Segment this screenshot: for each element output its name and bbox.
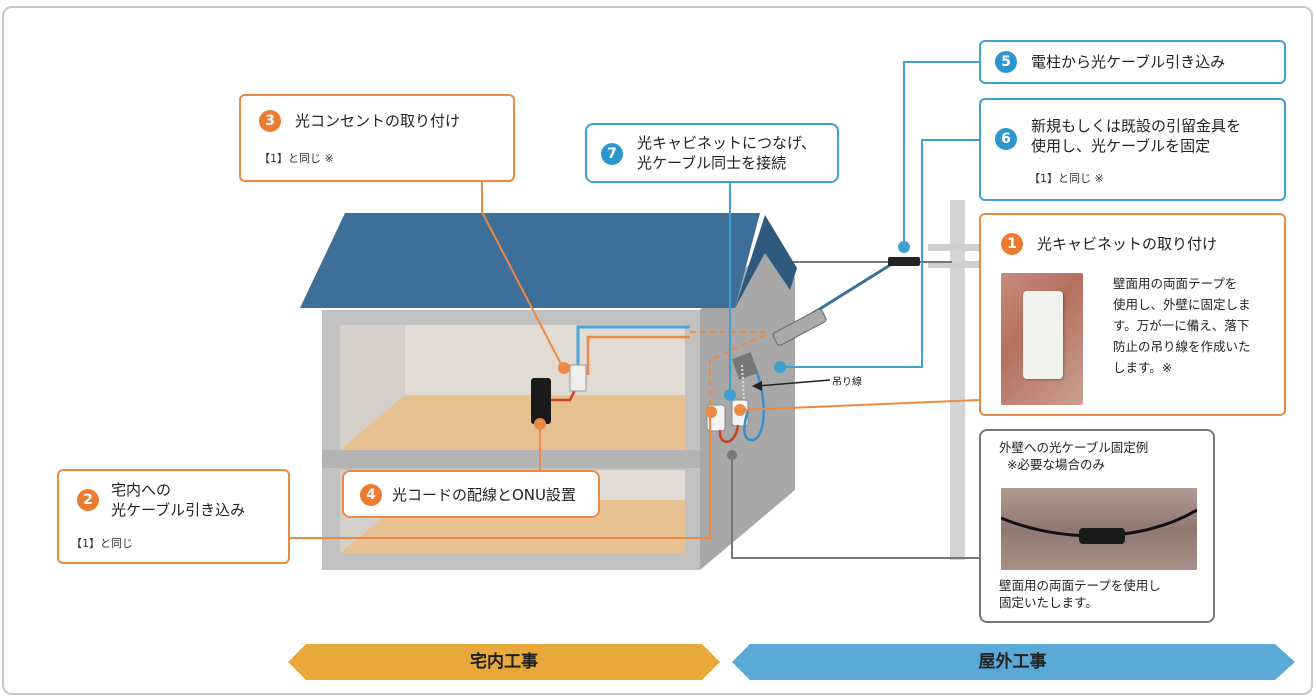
leader-1 [739, 399, 981, 411]
callout-3-note: 【1】と同じ ※ [259, 152, 334, 165]
callout-1: 1 光キャビネットの取り付け 壁面用の両面テープを 使用し、外壁に固定しま す。… [979, 213, 1286, 416]
hanger-arrow [756, 379, 831, 387]
callout-1-body-line4: 防止の吊り線を作成いた [1113, 339, 1251, 354]
callout-3-title: 光コンセントの取り付け [295, 112, 461, 130]
callout-2-note: 【1】と同じ [71, 537, 133, 550]
callout-1-body-line2: 使用し、外壁に固定しま [1113, 297, 1251, 312]
optical-outlet [569, 364, 587, 392]
cabinet-bracket [731, 352, 759, 380]
hanger-wire-label: 吊り線 [832, 377, 862, 388]
callout-4: 4 光コードの配線とONU設置 [342, 470, 600, 518]
exterior-blue-loop [743, 359, 765, 442]
cabinet-photo [1001, 273, 1083, 405]
indoor-fiber-orange [586, 335, 690, 375]
example-title-line1: 外壁への光ケーブル固定例 [999, 440, 1149, 455]
step-number-2: 2 [77, 489, 99, 511]
callout-3: 3 光コンセントの取り付け 【1】と同じ ※ [239, 94, 515, 182]
callout-6-note: 【1】と同じ ※ [1029, 172, 1104, 185]
upper-floor [340, 395, 685, 450]
roof [300, 213, 760, 308]
leader-5 [903, 61, 980, 247]
outdoor-work-banner: 屋外工事 [978, 652, 1047, 672]
cable-fixing-example: 外壁への光ケーブル固定例 ※必要な場合のみ 壁面用の両面テープを使用し 固定いた… [979, 429, 1215, 623]
callout-1-body-line3: す。万が一に備え、落下 [1113, 318, 1250, 333]
callout-2: 2 宅内への 光ケーブル引き込み 【1】と同じ [57, 469, 290, 564]
callout-1-body-line5: します。※ [1113, 360, 1173, 375]
example-title: 外壁への光ケーブル固定例 ※必要な場合のみ [999, 439, 1148, 473]
utility-pole [950, 200, 965, 560]
drop-clamp [772, 308, 827, 346]
step-number-3: 3 [259, 110, 281, 132]
example-caption-line1: 壁面用の両面テープを使用し [999, 578, 1161, 593]
roof-gable [735, 215, 797, 308]
callout-1-title: 光キャビネットの取り付け [1037, 235, 1218, 253]
step-number-7: 7 [601, 143, 623, 165]
callout-2-title-line1: 宅内への [111, 481, 172, 499]
example-caption-line2: 固定いたします。 [999, 595, 1098, 610]
callout-7-title-line1: 光キャビネットにつなげ、 [637, 134, 816, 152]
example-caption: 壁面用の両面テープを使用し 固定いたします。 [999, 577, 1161, 611]
onu-cord [545, 389, 577, 402]
cable-joint [888, 257, 920, 266]
step-number-4: 4 [360, 484, 382, 506]
pole-crossarm-top [928, 244, 983, 251]
indoor-work-banner: 宅内工事 [470, 652, 538, 672]
step-number-1: 1 [1001, 233, 1023, 255]
pole-crossarm-bottom [928, 261, 983, 268]
upper-room-back [405, 325, 685, 400]
cabinet-box [1023, 291, 1063, 379]
floor-slab [322, 450, 700, 468]
onu-device [531, 378, 551, 424]
example-photo [1001, 488, 1197, 570]
indoor-fiber-blue [576, 325, 690, 375]
callout-6-title-line2: 使用し、光ケーブルを固定 [1031, 137, 1211, 155]
callout-4-title: 光コードの配線とONU設置 [392, 486, 577, 504]
callout-6: 6 新規もしくは既設の引留金具を 使用し、光ケーブルを固定 【1】と同じ ※ [979, 98, 1286, 201]
callout-6-title-line1: 新規もしくは既設の引留金具を [1031, 117, 1242, 135]
step-number-6: 6 [995, 128, 1017, 150]
leader-2 [290, 412, 711, 539]
hanger-wire [741, 364, 745, 401]
callout-5-title: 電柱から光ケーブル引き込み [1031, 53, 1226, 71]
callout-1-body-line1: 壁面用の両面テープを [1113, 276, 1238, 291]
leader-3 [481, 180, 563, 367]
callout-1-body: 壁面用の両面テープを 使用し、外壁に固定しま す。万が一に備え、落下 防止の吊り… [1113, 273, 1251, 378]
exterior-red-loop [718, 424, 740, 443]
leader-example [731, 455, 980, 559]
step-number-5: 5 [995, 51, 1017, 73]
callout-5: 5 電柱から光ケーブル引き込み [979, 40, 1286, 84]
cable-photo-drawing [1001, 508, 1197, 544]
callout-7-title-line2: 光ケーブル同士を接続 [637, 154, 787, 172]
callout-7: 7 光キャビネットにつなげ、 光ケーブル同士を接続 [585, 123, 839, 183]
leader-6 [783, 139, 980, 368]
example-title-line2: ※必要な場合のみ [1007, 457, 1105, 472]
callout-2-title-line2: 光ケーブル引き込み [111, 501, 246, 519]
